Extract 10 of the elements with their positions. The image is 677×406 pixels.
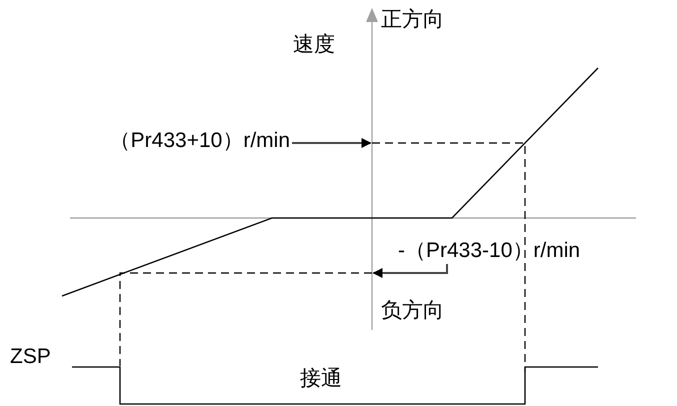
direction-label: 正方向 [381,7,444,33]
threshold-label: （Pr433+10）r/min [110,128,290,154]
axis-label: 速度 [293,32,335,58]
arrow [372,264,448,278]
direction-label: 负方向 [381,298,444,324]
state-label: 接通 [300,366,342,392]
speed-axis [366,8,378,330]
signal-label: ZSP [10,344,51,370]
arrow [292,138,372,148]
threshold-label: -（Pr433-10）r/min [398,238,580,264]
